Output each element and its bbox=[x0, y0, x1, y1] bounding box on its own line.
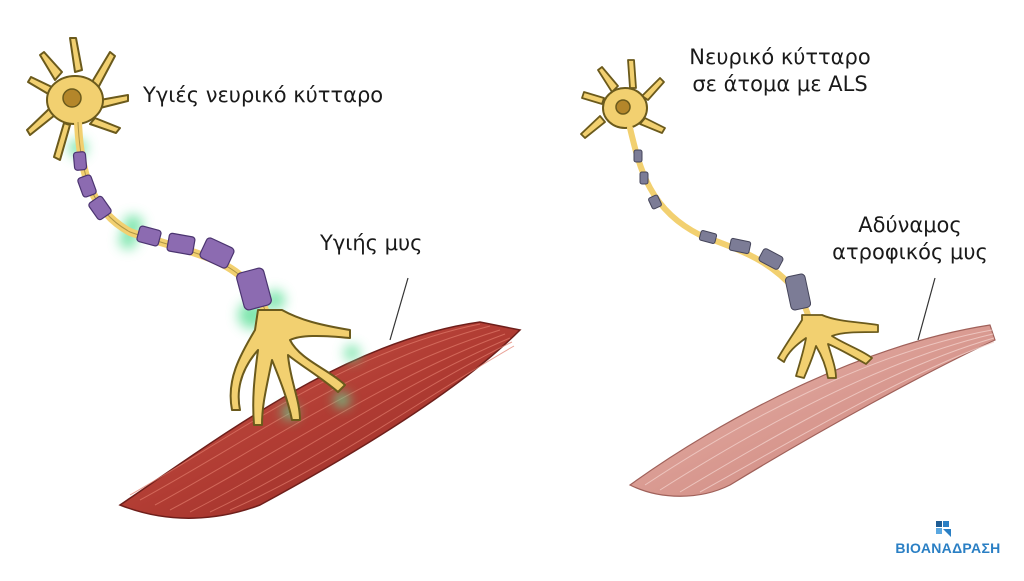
weak-muscle bbox=[628, 324, 996, 497]
logo-icon bbox=[936, 521, 951, 537]
als-dendrites bbox=[580, 59, 666, 139]
weak-muscle-label-line1: Αδύναμος bbox=[858, 213, 962, 237]
healthy-nucleus bbox=[62, 88, 82, 108]
weak-muscle-fibers bbox=[644, 329, 995, 493]
healthy-axon-terminal bbox=[229, 309, 351, 426]
weak-muscle-pointer bbox=[917, 277, 936, 341]
logo-text: ΒΙΟΑΝΑΔΡΑΣΗ bbox=[895, 540, 1001, 556]
als-axon bbox=[627, 125, 815, 338]
als-axon-terminal bbox=[777, 314, 879, 379]
healthy-muscle-label: Υγιής μυς bbox=[320, 231, 423, 255]
healthy-muscle bbox=[118, 321, 522, 519]
als-neuron-label: Νευρικό κύτταρο σε άτομα με ALS bbox=[665, 44, 895, 98]
healthy-muscle-pointer bbox=[389, 277, 409, 341]
weak-muscle-label: Αδύναμος ατροφικός μυς bbox=[810, 212, 1010, 266]
als-neuron bbox=[580, 59, 879, 379]
als-myelin bbox=[633, 149, 812, 311]
healthy-muscle-fibers bbox=[129, 323, 515, 513]
als-neuron-label-line2: σε άτομα με ALS bbox=[692, 72, 868, 96]
als-neuron-label-line1: Νευρικό κύτταρο bbox=[689, 45, 871, 69]
healthy-neuron-label: Υγιές νευρικό κύτταρο bbox=[143, 83, 384, 107]
als-nucleus bbox=[615, 99, 631, 115]
healthy-neuron bbox=[26, 37, 360, 426]
healthy-axon bbox=[74, 118, 273, 339]
healthy-myelin bbox=[72, 151, 272, 311]
weak-muscle-label-line2: ατροφικός μυς bbox=[832, 240, 988, 264]
healthy-glow bbox=[69, 139, 360, 420]
bioanadrasi-logo: ΒΙΟΑΝΑΔΡΑΣΗ bbox=[888, 518, 1008, 562]
healthy-dendrites bbox=[26, 37, 129, 161]
